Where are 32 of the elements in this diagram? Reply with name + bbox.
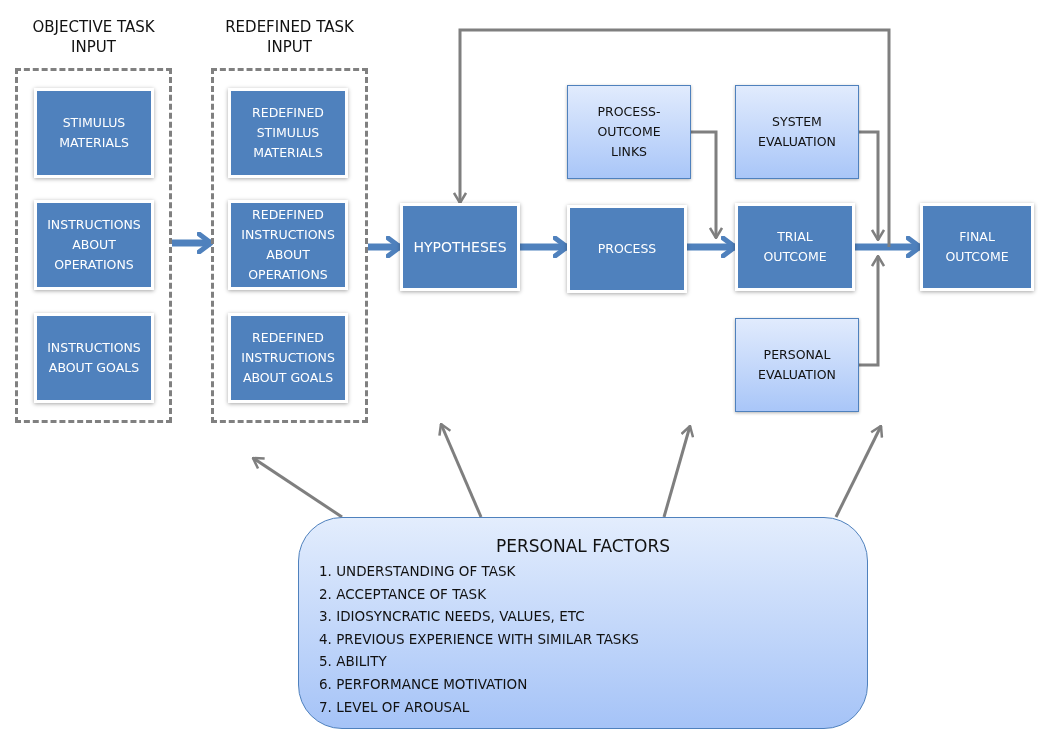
list-item: 4. PREVIOUS EXPERIENCE WITH SIMILAR TASKS	[319, 630, 639, 647]
process-box: STIMULUS MATERIALS	[34, 88, 154, 178]
process-box: TRIAL OUTCOME	[735, 203, 855, 291]
rounded-panel	[298, 517, 868, 729]
process-box: REDEFINED INSTRUCTIONS ABOUT GOALS	[228, 313, 348, 403]
list-item: 1. UNDERSTANDING OF TASK	[319, 563, 516, 579]
arrow	[859, 130, 886, 242]
process-box: HYPOTHESES	[400, 203, 520, 291]
list-item: 6. PERFORMANCE MOTIVATION	[319, 675, 528, 692]
arrow	[662, 424, 695, 518]
process-box: INSTRUCTIONS ABOUT OPERATIONS	[34, 200, 154, 290]
panel-heading: PERSONAL FACTORS	[496, 536, 670, 556]
process-box: SYSTEM EVALUATION	[735, 85, 859, 179]
process-box: REDEFINED STIMULUS MATERIALS	[228, 88, 348, 178]
arrow	[251, 456, 343, 519]
process-box: PERSONAL EVALUATION	[735, 318, 859, 412]
arrow	[438, 422, 483, 518]
process-box: INSTRUCTIONS ABOUT GOALS	[34, 313, 154, 403]
process-box: REDEFINED INSTRUCTIONS ABOUT OPERATIONS	[228, 200, 348, 290]
arrow	[859, 254, 886, 367]
process-box: PROCESS-OUTCOME LINKS	[567, 85, 691, 179]
list-item: 2. ACCEPTANCE OF TASK	[319, 585, 486, 602]
arrow	[452, 28, 891, 247]
arrow	[691, 130, 724, 240]
list-item: 5. ABILITY	[319, 653, 387, 670]
list-item: 7. LEVEL OF AROUSAL	[319, 698, 470, 715]
process-box: PROCESS	[567, 205, 687, 293]
group-heading: REDEFINED TASK INPUT	[224, 17, 355, 57]
list-item: 3. IDIOSYNCRATIC NEEDS, VALUES, ETC	[319, 608, 585, 625]
arrow	[834, 424, 884, 518]
group-heading: OBJECTIVE TASK INPUT	[31, 17, 156, 57]
process-box: FINAL OUTCOME	[920, 203, 1034, 291]
